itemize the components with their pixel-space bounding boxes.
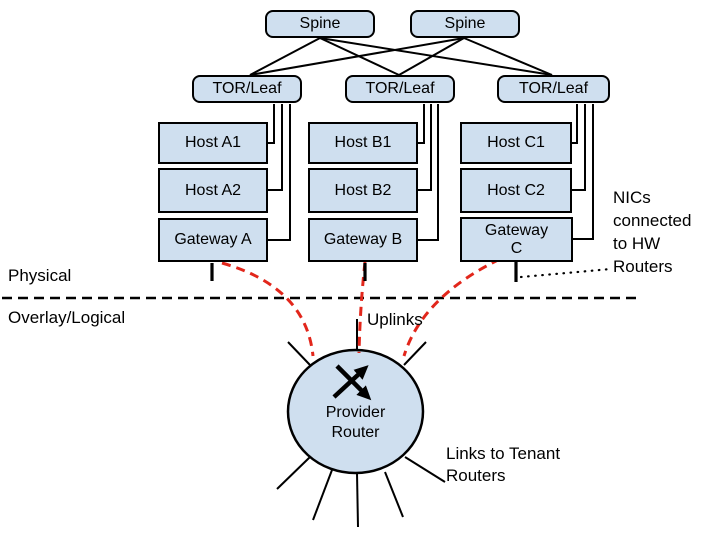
node-tor-leaf-a: TOR/Leaf (192, 75, 302, 103)
node-gateway-c: Gateway C (460, 217, 573, 262)
gateway-a-uplink (221, 261, 315, 357)
node-host-a2: Host A2 (158, 168, 268, 213)
nics-note-line1: NICs (613, 188, 651, 207)
gateway-nic-stubs (210, 262, 518, 282)
provider-router-label-line1: Provider (325, 404, 386, 421)
node-spine-2: Spine (410, 10, 520, 38)
node-gateway-a: Gateway A (158, 218, 268, 262)
gateway-b-uplink (357, 261, 367, 354)
host-leaf-links (268, 104, 594, 241)
node-host-c1: Host C1 (460, 122, 572, 164)
physical-zone-label: Physical (8, 266, 72, 285)
tenant-links-note-line2: Routers (446, 466, 506, 485)
nics-note: NICs connected to HW Routers (613, 186, 713, 278)
provider-router-circle (286, 348, 425, 475)
nics-note-line3: to HW (613, 234, 661, 253)
tenant-router-links (276, 456, 446, 528)
node-host-a1: Host A1 (158, 122, 268, 164)
tenant-links-note: Links to Tenant Routers (446, 443, 581, 487)
node-spine-1: Spine (265, 10, 375, 38)
node-gateway-b: Gateway B (308, 218, 418, 262)
gateway-c-label-line1: Gateway (484, 221, 549, 239)
uplink-stubs (287, 319, 427, 366)
node-tor-leaf-c: TOR/Leaf (497, 75, 610, 103)
gateway-uplinks (221, 257, 501, 357)
node-host-c2: Host C2 (460, 168, 572, 213)
provider-router-label-line2: Router (331, 424, 380, 441)
uplinks-label: Uplinks (367, 310, 423, 329)
nic-note-dotted-pointer (519, 267, 613, 279)
gateway-c-uplink (402, 257, 501, 357)
spine-leaf-links (249, 37, 553, 76)
nics-note-line2: connected (613, 211, 692, 230)
node-host-b2: Host B2 (308, 168, 418, 213)
router-icon (332, 364, 372, 401)
tenant-links-note-line1: Links to Tenant (446, 444, 561, 463)
node-tor-leaf-b: TOR/Leaf (345, 75, 455, 103)
node-host-b1: Host B1 (308, 122, 418, 164)
nics-note-line4: Routers (613, 257, 673, 276)
gateway-c-label-line2: C (510, 239, 523, 257)
provider-router-label: Provider Router (298, 403, 413, 443)
overlay-zone-label: Overlay/Logical (8, 308, 126, 327)
